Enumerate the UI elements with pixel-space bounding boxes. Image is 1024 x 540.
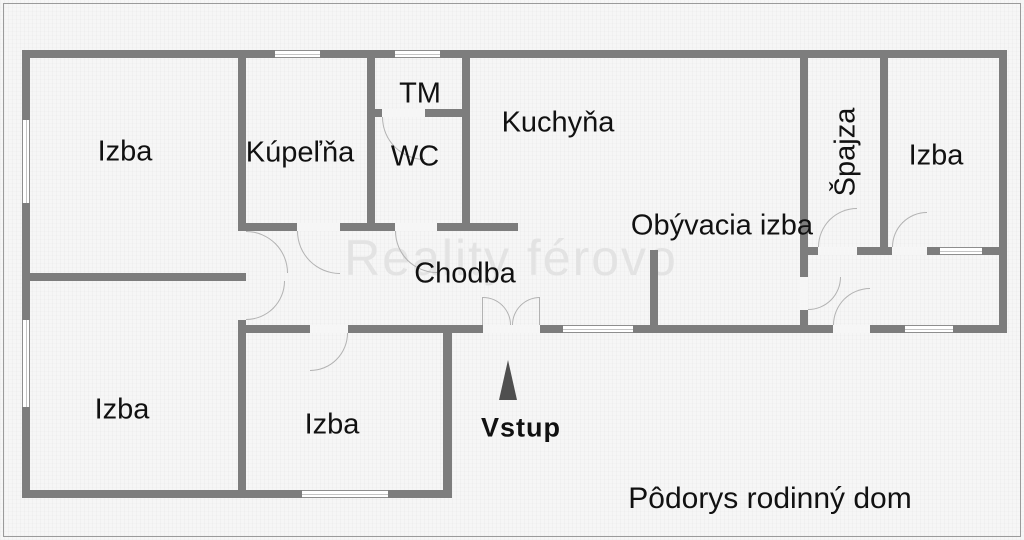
wall-wc-kuchyna bbox=[462, 58, 470, 231]
wall-living-east bbox=[800, 58, 808, 333]
door-arc-kupelna bbox=[297, 231, 340, 274]
window-south-1 bbox=[563, 325, 633, 333]
door-gap-izba-bm bbox=[310, 325, 348, 333]
window-left-2 bbox=[22, 320, 30, 407]
wall-izba-izba-left bbox=[22, 273, 246, 281]
wall-izba-bm-west bbox=[238, 320, 246, 498]
window-left-1 bbox=[22, 120, 30, 203]
wall-exterior-bottom-wing bbox=[22, 490, 452, 498]
door-arc-izba-bm bbox=[310, 333, 348, 371]
room-label-izba-top-left: Izba bbox=[97, 135, 153, 168]
wall-exterior-top bbox=[22, 50, 1007, 58]
door-gap-spajza bbox=[818, 247, 857, 255]
wall-izba-kupelna bbox=[238, 58, 246, 231]
entrance-label: Vstup bbox=[480, 412, 562, 443]
door-arc-corridor-south bbox=[833, 288, 870, 325]
door-gap-corridor-south bbox=[833, 325, 870, 333]
window-top-2 bbox=[395, 50, 440, 58]
door-arc-izba-tr bbox=[892, 212, 927, 247]
window-bottom-wing bbox=[302, 490, 388, 498]
room-label-kuchyna: Kuchyňa bbox=[501, 106, 615, 139]
room-label-spajza: Špajza bbox=[829, 107, 862, 197]
entrance-door-frame-left bbox=[482, 297, 483, 325]
wall-kupelna-wc bbox=[367, 58, 375, 231]
door-arc-entrance-right bbox=[512, 297, 540, 325]
door-gap-izba-tr bbox=[892, 247, 927, 255]
room-label-wc: WC bbox=[390, 140, 440, 173]
room-label-obyvacia-izba: Obývacia izba bbox=[630, 209, 814, 242]
wall-wing-east bbox=[443, 325, 452, 498]
door-gap-wc bbox=[395, 223, 437, 231]
wall-bath-south bbox=[238, 223, 518, 231]
wall-exterior-right bbox=[999, 50, 1007, 333]
wall-spajza-izba bbox=[880, 58, 888, 255]
window-interior-izba-tr bbox=[940, 247, 982, 255]
window-top-1 bbox=[275, 50, 320, 58]
plan-caption: Pôdorys rodinný dom bbox=[628, 482, 912, 515]
wall-chodba-divider bbox=[650, 250, 658, 333]
door-arc-izba-tl bbox=[246, 231, 288, 273]
room-label-tm: TM bbox=[399, 77, 441, 110]
room-label-izba-top-right: Izba bbox=[908, 139, 964, 172]
door-gap-living bbox=[800, 277, 808, 310]
room-label-chodba: Chodba bbox=[414, 257, 516, 290]
door-gap-tm bbox=[382, 109, 425, 117]
door-arc-entrance-left bbox=[483, 297, 511, 325]
room-label-kupelna: Kúpeľňa bbox=[245, 136, 355, 169]
door-gap-kupelna bbox=[297, 223, 340, 231]
door-arc-izba-bl bbox=[246, 281, 285, 320]
door-arc-spajza bbox=[818, 208, 857, 247]
entrance-arrow-icon bbox=[499, 360, 517, 400]
door-gap-entrance bbox=[483, 325, 540, 333]
room-label-izba-bottom-mid: Izba bbox=[304, 408, 360, 441]
window-south-2 bbox=[905, 325, 953, 333]
door-arc-living bbox=[808, 277, 841, 310]
entrance-door-frame-right bbox=[539, 297, 540, 325]
room-label-izba-bottom-left: Izba bbox=[94, 393, 150, 426]
